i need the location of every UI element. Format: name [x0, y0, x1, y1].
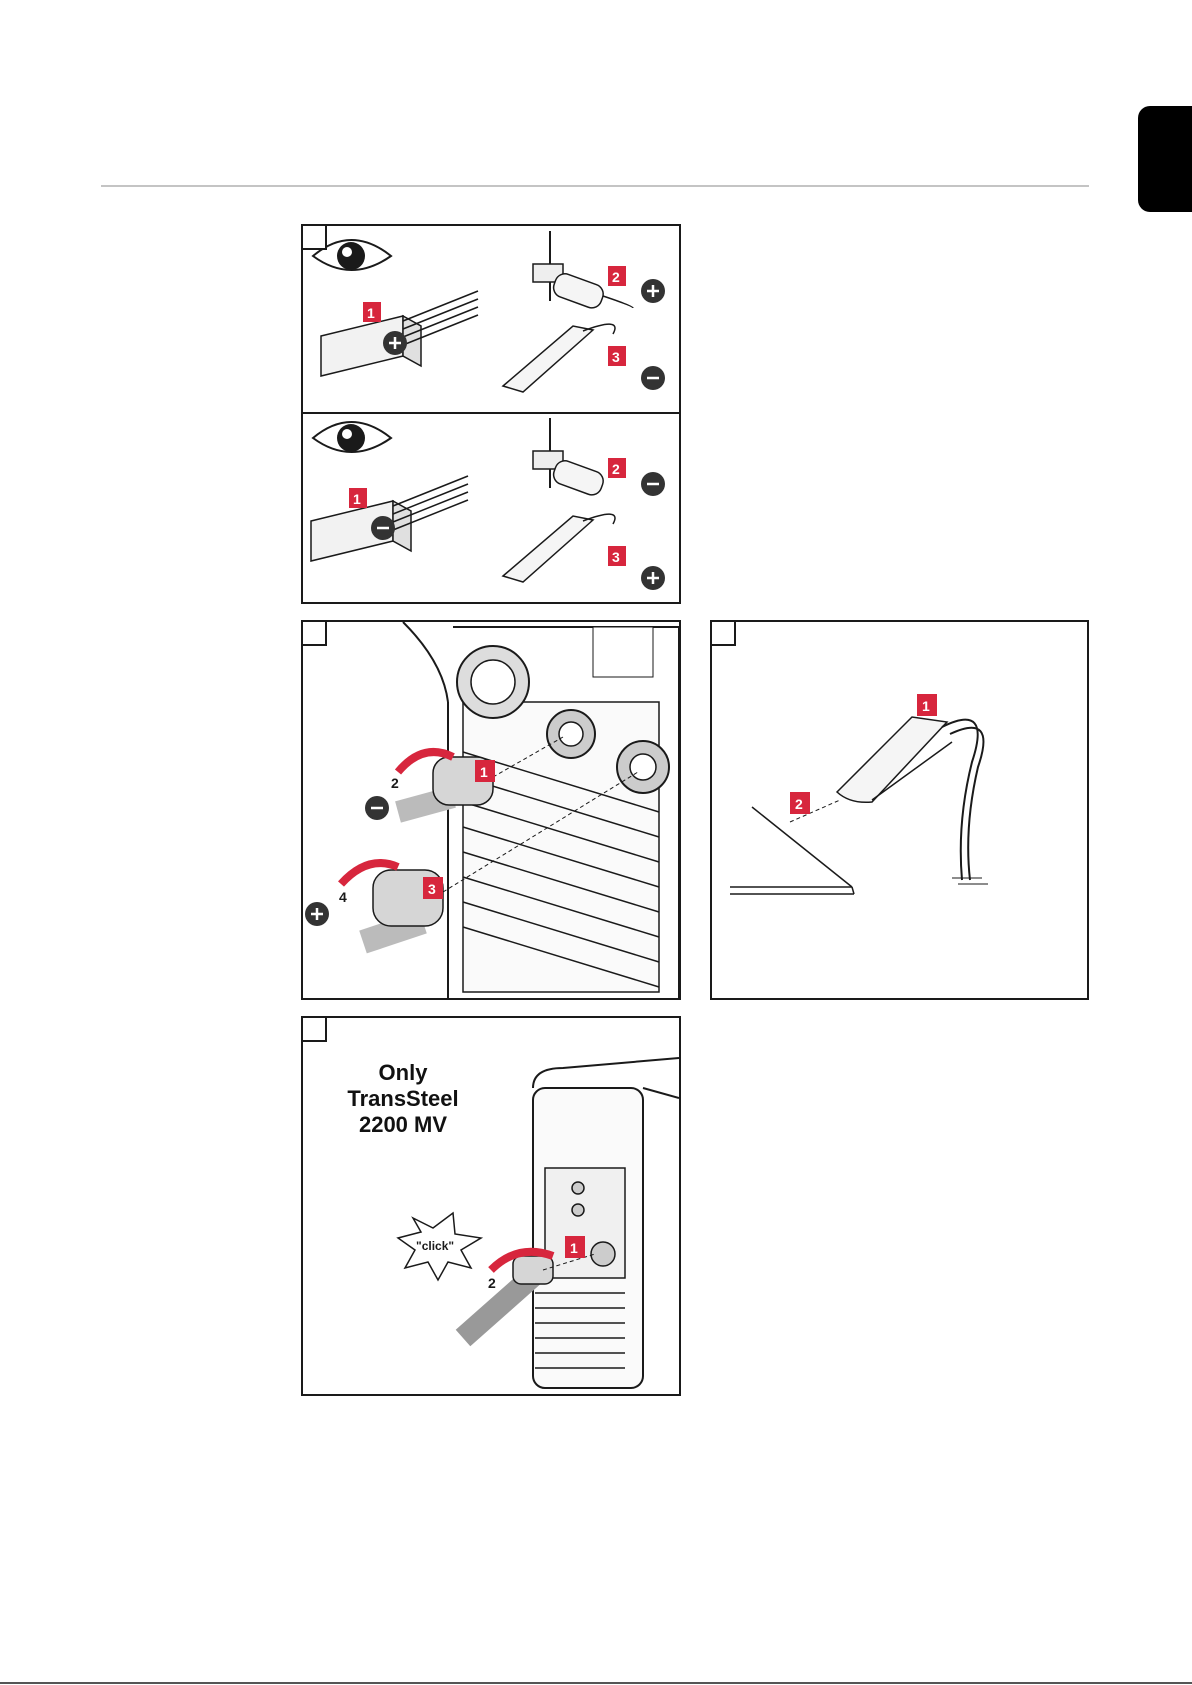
caption-line-2: TransSteel	[303, 1086, 503, 1112]
cable-connection-illustration: 1 2 3 4	[303, 622, 679, 998]
polarity-panel: 1 2 3	[301, 224, 681, 604]
plus-symbol-icon	[305, 902, 329, 926]
step-label-2-top: 2	[612, 269, 620, 285]
polarity-illustration: 1 2 3	[303, 226, 679, 602]
mv-connection-panel: "click" 1 2 Only TransSteel 2200 MV	[301, 1016, 681, 1396]
step-number-box	[712, 622, 736, 646]
step-label-4: 4	[339, 889, 347, 905]
workpiece-graphic	[730, 807, 854, 894]
eye-icon	[313, 422, 391, 452]
minus-symbol-icon	[641, 366, 665, 390]
electrode-holder-graphic	[533, 418, 606, 498]
step-label-3-top: 3	[612, 349, 620, 365]
ground-clamp-graphic	[837, 717, 988, 884]
step-label-1-bottom: 1	[353, 491, 361, 507]
plus-symbol-icon	[641, 279, 665, 303]
step-label-2: 2	[488, 1275, 496, 1291]
step-number-box	[303, 1018, 327, 1042]
model-caption: Only TransSteel 2200 MV	[303, 1060, 503, 1138]
step-number-box	[303, 226, 327, 250]
step-number-box	[303, 622, 327, 646]
minus-symbol-icon	[365, 796, 389, 820]
header-divider	[101, 185, 1089, 187]
cable-connection-panel: 1 2 3 4	[301, 620, 681, 1000]
footer-divider	[0, 1682, 1192, 1684]
minus-symbol-icon	[371, 516, 395, 540]
caption-line-3: 2200 MV	[303, 1112, 503, 1138]
step-label-1: 1	[570, 1240, 578, 1256]
step-label-2-bottom: 2	[612, 461, 620, 477]
step-label-3-bottom: 3	[612, 549, 620, 565]
ground-clamp-graphic	[503, 324, 615, 392]
workpiece-clamp-illustration: 1 2	[712, 622, 1087, 998]
step-label-1: 1	[922, 698, 930, 714]
step-label-2: 2	[391, 775, 399, 791]
ground-clamp-graphic	[503, 514, 615, 582]
step-label-3: 3	[428, 881, 436, 897]
step-label-2: 2	[795, 796, 803, 812]
plus-symbol-icon	[383, 331, 407, 355]
step-label-1-top: 1	[367, 305, 375, 321]
workpiece-clamp-panel: 1 2	[710, 620, 1089, 1000]
click-label: "click"	[416, 1239, 454, 1253]
step-label-1: 1	[480, 764, 488, 780]
plus-symbol-icon	[641, 566, 665, 590]
chapter-side-tab	[1138, 106, 1192, 212]
minus-symbol-icon	[641, 472, 665, 496]
caption-line-1: Only	[303, 1060, 503, 1086]
